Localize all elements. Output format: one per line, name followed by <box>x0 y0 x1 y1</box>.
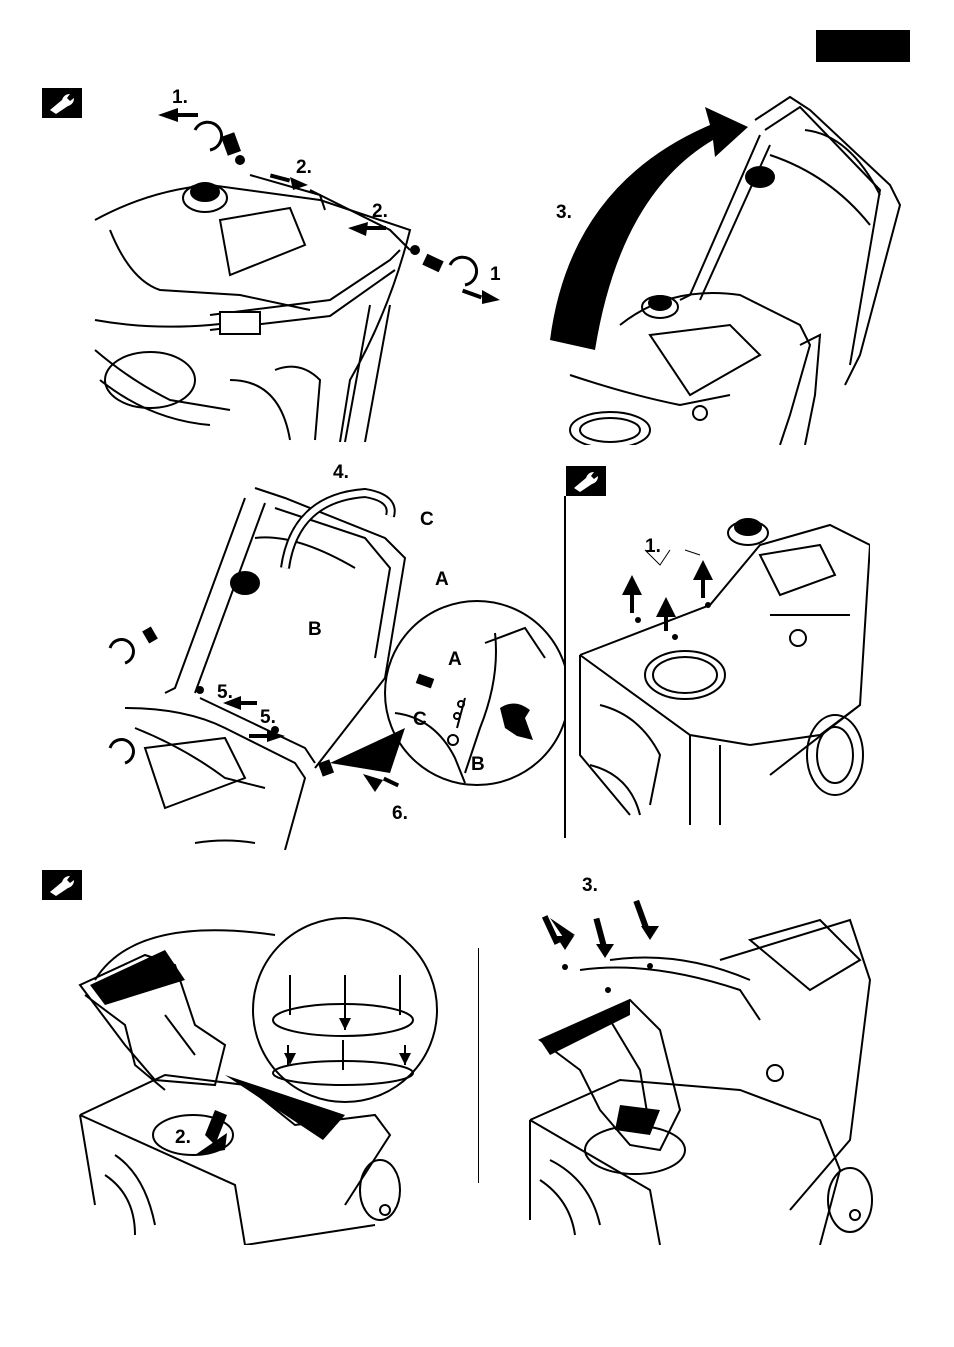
handle-raise-illustration <box>550 95 910 445</box>
panel-divider <box>478 948 479 1183</box>
step-label-5-upper: 5. <box>217 683 233 702</box>
panel-chute-base-removal <box>570 505 870 825</box>
step-label-6: 6. <box>392 804 408 823</box>
detail-label-B: B <box>471 755 485 774</box>
step-label-5-lower: 5. <box>260 708 276 727</box>
step-label-2-chute: 2. <box>175 1128 191 1147</box>
chute-base-illustration <box>570 505 870 825</box>
wrench-icon <box>566 466 606 496</box>
step-label-3-top: 3. <box>556 203 572 222</box>
wrench-icon <box>42 88 82 118</box>
chute-fasten-illustration <box>520 880 890 1245</box>
panel-handle-raise <box>550 95 910 445</box>
wrench-icon <box>42 870 82 900</box>
chute-install-illustration <box>75 905 445 1245</box>
step-label-1-left: 1. <box>172 88 188 107</box>
panel-divider <box>564 496 566 838</box>
step-label-2-center: 2. <box>296 158 312 177</box>
panel-handle-adjust <box>105 478 565 850</box>
step-label-1-right: 1 <box>490 265 501 284</box>
panel-chute-fasten <box>520 880 890 1245</box>
part-label-A: A <box>435 570 449 589</box>
part-label-B: B <box>308 620 322 639</box>
detail-label-C: C <box>413 710 427 729</box>
step-label-3-chute: 3. <box>582 876 598 895</box>
step-label-1-chute: 1. <box>645 537 661 556</box>
panel-handle-removal <box>90 80 510 442</box>
step-label-2-right: 2. <box>372 202 388 221</box>
page-tab-marker <box>816 30 910 62</box>
part-label-C: C <box>420 510 434 529</box>
panel-chute-install <box>75 905 445 1245</box>
handle-adjust-illustration <box>105 478 565 850</box>
detail-label-A: A <box>448 650 462 669</box>
step-label-4: 4. <box>333 463 349 482</box>
handle-bolt-illustration <box>90 80 510 442</box>
